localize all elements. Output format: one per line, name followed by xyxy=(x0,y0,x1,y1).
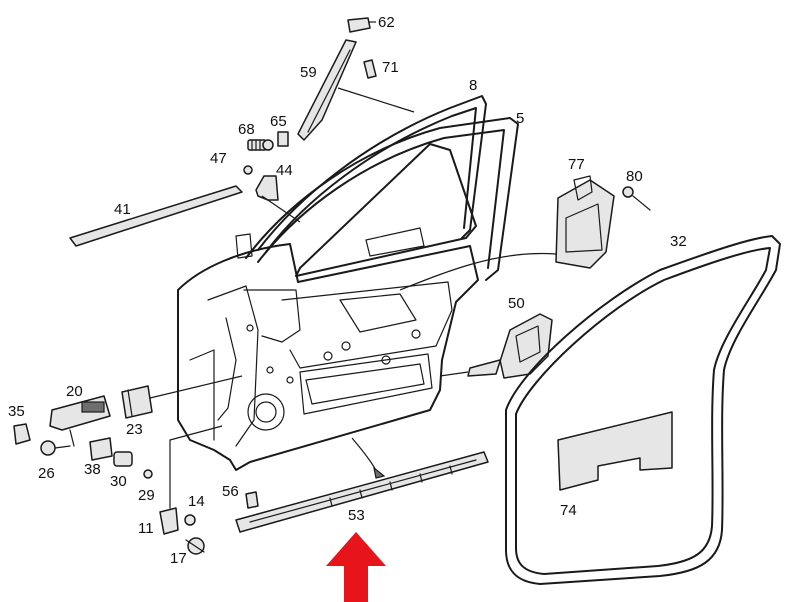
callout-8: 8 xyxy=(469,77,477,94)
callout-14: 14 xyxy=(188,493,205,510)
part-80-screw[interactable] xyxy=(622,186,651,211)
callout-71: 71 xyxy=(382,59,399,76)
part-53-sill-molding[interactable] xyxy=(235,451,489,533)
red-up-arrow-icon xyxy=(326,532,386,602)
callout-59: 59 xyxy=(300,64,317,81)
part-11-hinge-bracket[interactable] xyxy=(159,439,179,535)
leader-59 xyxy=(337,87,415,113)
callout-38: 38 xyxy=(84,461,101,478)
part-30-grommet[interactable] xyxy=(113,451,133,467)
part-77-mirror-bracket[interactable] xyxy=(555,175,615,269)
part-44-bracket[interactable] xyxy=(255,175,279,201)
callout-62: 62 xyxy=(378,14,395,31)
part-65-clip[interactable] xyxy=(277,131,289,147)
part-38-pad[interactable] xyxy=(89,437,113,461)
part-62-cap[interactable] xyxy=(347,17,371,33)
callout-5: 5 xyxy=(516,110,524,127)
callout-50: 50 xyxy=(508,295,525,312)
part-23-lock-cylinder[interactable] xyxy=(121,385,153,419)
callout-17: 17 xyxy=(170,550,187,567)
leader-11 xyxy=(169,425,223,441)
part-68-bolt[interactable] xyxy=(247,139,274,151)
callout-29: 29 xyxy=(138,487,155,504)
part-14-screw[interactable] xyxy=(184,514,196,526)
part-50-bracket[interactable] xyxy=(467,313,553,379)
callout-56: 56 xyxy=(222,483,239,500)
callout-32: 32 xyxy=(670,233,687,250)
part-20-door-handle-carrier[interactable] xyxy=(49,395,111,447)
door-shell[interactable] xyxy=(177,227,479,471)
callout-20: 20 xyxy=(66,383,83,400)
callout-26: 26 xyxy=(38,465,55,482)
callout-41: 41 xyxy=(114,201,131,218)
part-29-screw[interactable] xyxy=(143,469,153,479)
leader-50 xyxy=(439,371,469,377)
callout-77: 77 xyxy=(568,156,585,173)
window-frame-seal[interactable] xyxy=(257,95,487,253)
leader-23 xyxy=(149,375,243,399)
part-71-clip[interactable] xyxy=(363,59,377,79)
part-59-pillar-trim[interactable] xyxy=(297,39,357,141)
part-74-sound-pad[interactable] xyxy=(557,411,673,491)
callout-53: 53 xyxy=(348,507,365,524)
part-32-door-seal[interactable] xyxy=(505,235,781,585)
leader-44 xyxy=(261,195,301,223)
callout-44: 44 xyxy=(276,162,293,179)
callout-35: 35 xyxy=(8,403,25,420)
leader-53-arrowhead xyxy=(373,466,386,479)
window-frame[interactable] xyxy=(245,117,519,281)
callout-47: 47 xyxy=(210,150,227,167)
part-35-end-cap[interactable] xyxy=(13,423,31,445)
callout-30: 30 xyxy=(110,473,127,490)
leader-77 xyxy=(399,252,557,291)
callout-68: 68 xyxy=(238,121,255,138)
callout-65: 65 xyxy=(270,113,287,130)
part-56-clip[interactable] xyxy=(245,491,259,509)
part-26-bolt[interactable] xyxy=(40,440,71,456)
part-41-belt-molding[interactable] xyxy=(69,185,243,247)
callout-23: 23 xyxy=(126,421,143,438)
part-17-bolt[interactable] xyxy=(185,537,205,555)
part-47-screw[interactable] xyxy=(243,165,253,175)
callout-11: 11 xyxy=(138,520,154,537)
callout-74: 74 xyxy=(560,502,577,519)
callout-80: 80 xyxy=(626,168,643,185)
